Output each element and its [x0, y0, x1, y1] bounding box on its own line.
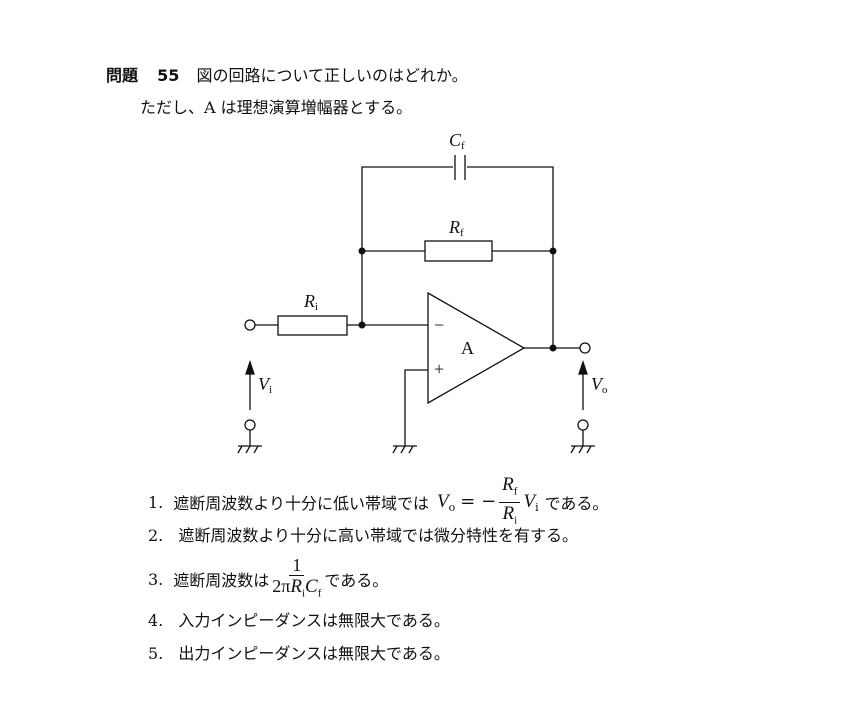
rf-label: Rf: [448, 217, 464, 239]
question-header: 問題 55 図の回路について正しいのはどれか。: [106, 62, 468, 86]
ground-icon: [237, 419, 262, 454]
option-text: 出力インピーダンスは無限大である。: [178, 644, 450, 663]
option-number: 5.: [148, 644, 164, 663]
wires: [255, 166, 580, 446]
question-number: 55: [157, 66, 180, 85]
vi-label: Vi: [258, 374, 272, 396]
vi-arrow: [245, 359, 255, 410]
question-label: 問題: [106, 66, 139, 85]
option-text: 入力インピーダンスは無限大である。: [178, 611, 450, 630]
junction-dots: [358, 247, 557, 352]
option-number: 3.: [148, 569, 164, 589]
vo-label: Vo: [591, 374, 608, 396]
capacitor-cf: [454, 155, 466, 180]
option-number: 1.: [148, 492, 164, 512]
option-number: 4.: [148, 611, 164, 630]
option-text-end: である。: [324, 571, 389, 591]
option-4: 4. 入力インピーダンスは無限大である。: [148, 607, 450, 631]
resistor-ri: [277, 315, 348, 336]
vo-arrow: [578, 359, 588, 410]
option-text: 遮断周波数より十分に低い帯域では: [173, 494, 429, 514]
ri-label: Ri: [303, 291, 318, 313]
question-text: 図の回路について正しいのはどれか。: [196, 66, 468, 85]
option-5: 5. 出力インピーダンスは無限大である。: [148, 640, 450, 664]
option-text-end: である。: [544, 494, 609, 514]
amp-label: A: [461, 338, 474, 358]
cf-label: Cf: [449, 130, 465, 152]
resistor-rf: [424, 240, 493, 262]
minus-sign: −: [434, 315, 444, 335]
ground-icon: [392, 445, 417, 454]
op-amp: [427, 291, 526, 405]
option-text: 遮断周波数より十分に高い帯域では微分特性を有する。: [178, 526, 579, 545]
option-2: 2. 遮断周波数より十分に高い帯域では微分特性を有する。: [148, 522, 578, 546]
formula-vo: Vo = −: [436, 490, 497, 514]
question-note: ただし、A は理想演算増幅器とする。: [140, 98, 413, 117]
ground-icon: [570, 419, 595, 454]
option-number: 2.: [148, 526, 164, 545]
plus-sign: +: [434, 359, 444, 379]
option-text: 遮断周波数は: [173, 571, 270, 591]
input-terminal: [244, 319, 256, 331]
formula-vi: Vi: [523, 490, 539, 514]
output-terminal: [579, 342, 591, 354]
